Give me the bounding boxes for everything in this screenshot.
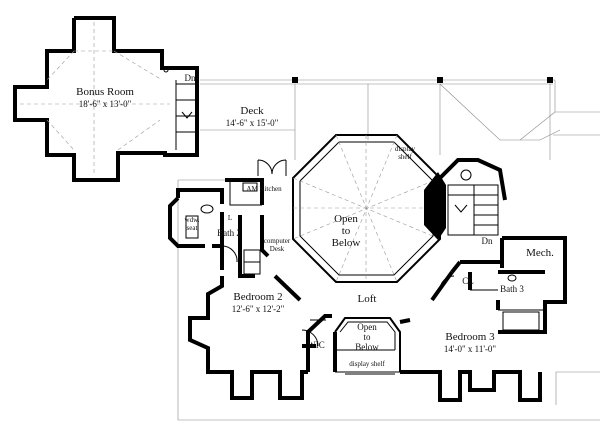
deck-outline <box>200 77 600 160</box>
stair-down-label: Dn <box>482 236 493 246</box>
linen-label: L <box>228 214 232 222</box>
loft-label: Loft <box>358 293 377 305</box>
open-to-below-small-1: Open <box>357 322 377 332</box>
wic-label: WIC <box>307 340 325 350</box>
display-shelf-bottom: display shelf <box>349 360 385 368</box>
cl-label: CL <box>462 276 474 286</box>
computer-desk-label-1: computer <box>264 237 291 245</box>
bonus-room-label: Bonus Room <box>76 86 134 98</box>
computer-desk-label-2: Desk <box>270 245 285 253</box>
am-kitchen-label: AM Kitchen <box>246 185 282 193</box>
bath-3-label: Bath 3 <box>500 284 524 294</box>
octagon-open-to-below <box>292 134 441 283</box>
bedroom-3-dims: 14'-0" x 11'-0" <box>444 344 497 354</box>
open-to-below-small-3: Below <box>355 342 379 352</box>
deck-label: Deck <box>240 105 264 117</box>
open-to-below-main-3: Below <box>332 237 361 249</box>
display-shelf-top-1: display <box>395 145 416 153</box>
bonus-stair-down-label: Dn <box>185 73 196 83</box>
bedroom-3-label: Bedroom 3 <box>445 331 495 343</box>
left-wing-walls <box>168 178 308 400</box>
center-bottom-walls <box>301 314 401 375</box>
open-to-below-small-2: to <box>363 332 371 342</box>
open-to-below-main-2: to <box>342 225 351 237</box>
open-to-below-main-1: Open <box>334 213 358 225</box>
bonus-room-dims: 18'-6" x 13'-0" <box>79 99 132 109</box>
deck-dims: 14'-6" x 15'-0" <box>226 118 279 128</box>
wdw-seat-label-2: seat <box>187 224 198 232</box>
bath-2-label: Bath 2 <box>217 228 241 238</box>
wdw-seat-label-1: wdw. <box>185 216 200 224</box>
right-stair <box>424 158 507 240</box>
exterior-outline <box>177 111 600 421</box>
bedroom-2-dims: 12'-6" x 12'-2" <box>232 304 285 314</box>
right-wing-walls <box>399 236 567 402</box>
mech-label: Mech. <box>526 247 554 259</box>
bonus-room-walls <box>13 16 199 182</box>
deck-door <box>257 159 287 176</box>
display-shelf-top-2: shelf <box>398 153 412 161</box>
bedroom-2-label: Bedroom 2 <box>233 291 282 303</box>
